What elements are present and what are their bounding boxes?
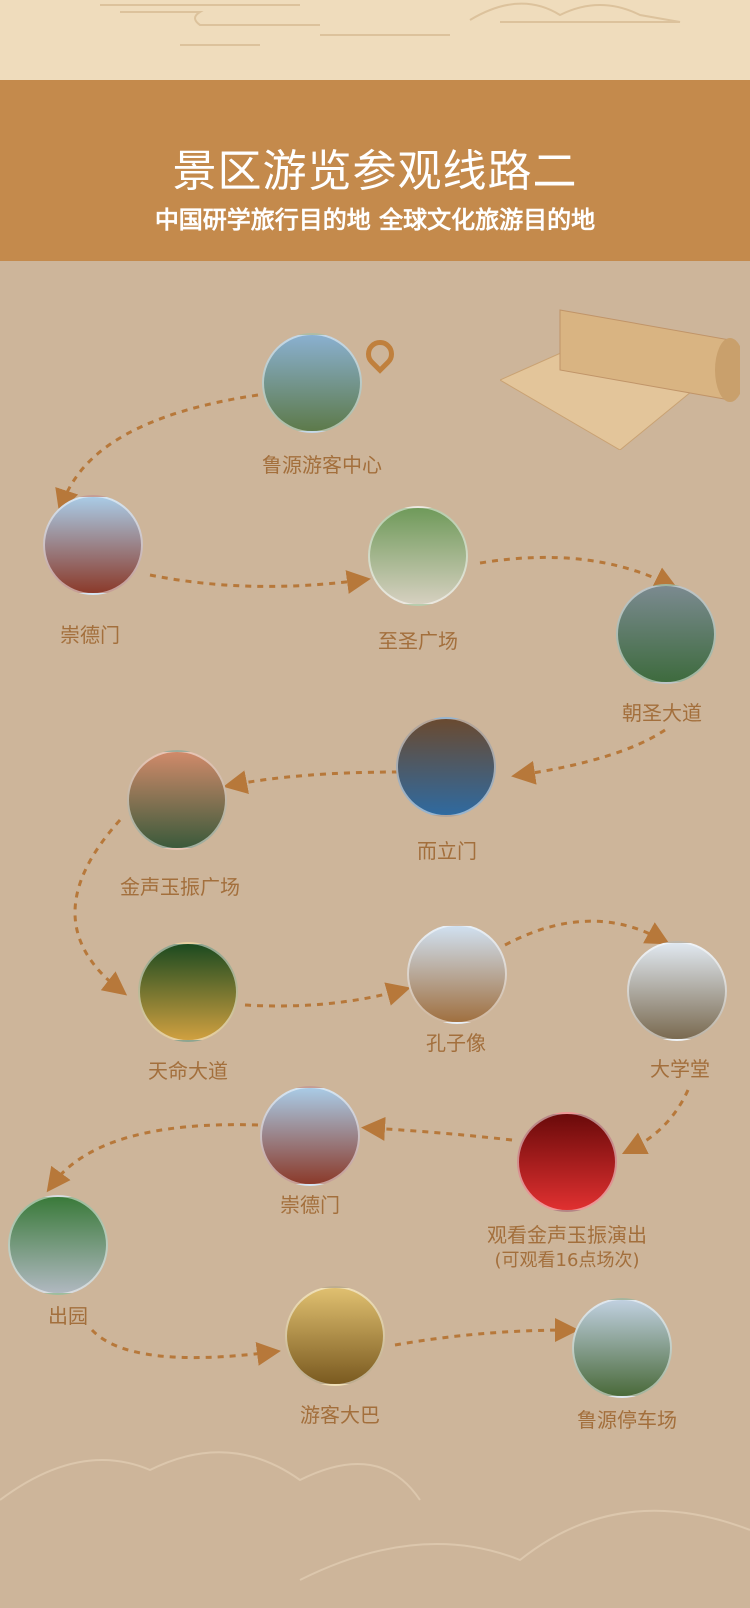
stop-name: 鲁源游客中心 [262, 453, 382, 477]
bamboo-scroll-illustration [500, 309, 740, 450]
stop-photo [572, 1298, 672, 1398]
stop-label: 至圣广场 [378, 628, 458, 654]
stop-label: 出园 [48, 1303, 88, 1329]
route-segment [55, 393, 259, 514]
stop-photo [517, 1112, 617, 1212]
stop-label: 鲁源停车场 [577, 1407, 677, 1433]
route-segment [73, 818, 128, 996]
route-segment [479, 555, 679, 590]
route-segment [90, 1328, 281, 1366]
stop-name: 游客大巴 [300, 1403, 380, 1427]
stop-photo [8, 1195, 108, 1295]
stop-photo [396, 717, 496, 817]
page-title: 景区游览参观线路二 [172, 146, 578, 197]
stop-label: 崇德门 [280, 1192, 340, 1218]
route-segment [621, 1089, 690, 1155]
stop-name: 崇德门 [280, 1193, 340, 1217]
stop-label: 天命大道 [148, 1058, 228, 1084]
stop-name: 大学堂 [650, 1057, 710, 1081]
stop-name: 孔子像 [426, 1031, 486, 1055]
stop-name: 观看金声玉振演出 [487, 1223, 647, 1247]
route-segment [223, 770, 399, 794]
route-segment [149, 570, 371, 594]
stop-label: 朝圣大道 [622, 700, 702, 726]
stop-label: 鲁源游客中心 [262, 452, 382, 478]
stop-photo [43, 495, 143, 595]
stop-name: 而立门 [417, 839, 477, 863]
stop-name: 金声玉振广场 [120, 875, 240, 899]
cloud-mountain-decoration [100, 2, 681, 46]
stop-name: 鲁源停车场 [577, 1408, 677, 1432]
page-subtitle: 中国研学旅行目的地 全球文化旅游目的地 [154, 206, 596, 234]
stop-note: (可观看16点场次) [494, 1250, 640, 1271]
stop-label: 观看金声玉振演出 (可观看16点场次) [487, 1222, 647, 1274]
decorative-top-band [0, 0, 750, 80]
mountain-decoration [0, 1451, 750, 1581]
stop-name: 朝圣大道 [622, 701, 702, 725]
stop-label: 大学堂 [650, 1056, 710, 1082]
stop-photo [260, 1086, 360, 1186]
route-segment [511, 728, 666, 785]
stop-label: 金声玉振广场 [120, 874, 240, 900]
stop-photo [262, 333, 362, 433]
stop-photo [127, 750, 227, 850]
stop-name: 崇德门 [60, 623, 120, 647]
stop-photo [407, 924, 507, 1024]
header-banner: 景区游览参观线路二 中国研学旅行目的地 全球文化旅游目的地 [0, 80, 750, 261]
route-segment [46, 1123, 259, 1193]
stop-photo [138, 942, 238, 1042]
route-segment [244, 982, 411, 1008]
route-segment [504, 919, 670, 947]
route-segment [394, 1318, 579, 1347]
stop-photo [285, 1286, 385, 1386]
route-segment [361, 1116, 513, 1142]
stop-label: 游客大巴 [300, 1402, 380, 1428]
stop-label: 孔子像 [426, 1030, 486, 1056]
stop-name: 出园 [48, 1304, 88, 1328]
stop-photo [616, 584, 716, 684]
stop-label: 崇德门 [60, 622, 120, 648]
stop-label: 而立门 [417, 838, 477, 864]
stop-photo [368, 506, 468, 606]
stop-name: 天命大道 [148, 1059, 228, 1083]
stop-photo [627, 941, 727, 1041]
stop-name: 至圣广场 [378, 629, 458, 653]
